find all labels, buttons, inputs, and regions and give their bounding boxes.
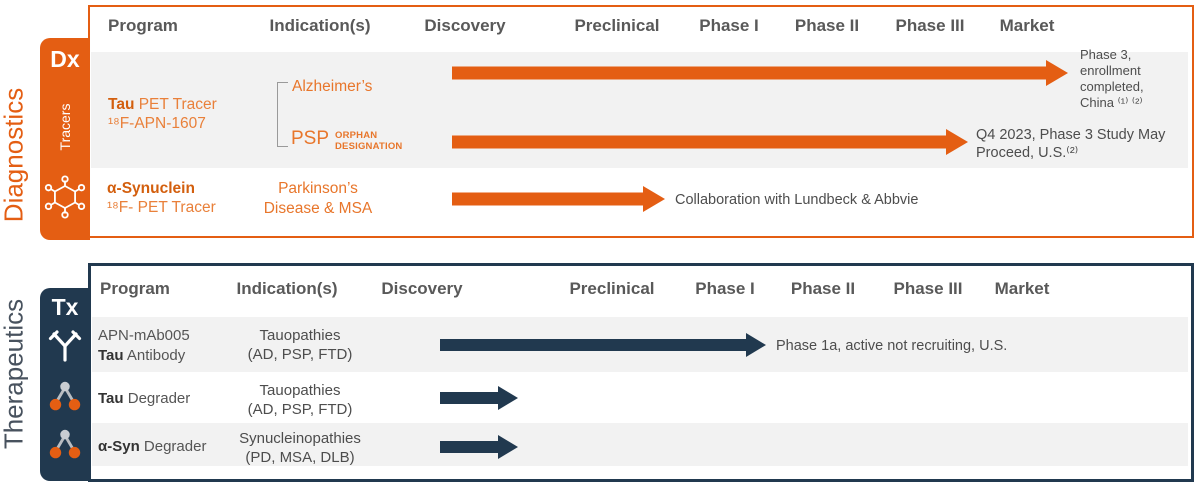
dx-column-header-phase1: Phase I xyxy=(699,16,759,35)
dx-tab-label: Dx xyxy=(50,46,80,72)
indication-line1: Synucleinopathies xyxy=(239,430,361,447)
tx-tab-label: Tx xyxy=(51,294,79,320)
arrow-head xyxy=(746,333,766,357)
dx-column-header-market: Market xyxy=(999,16,1055,35)
arrow-shaft xyxy=(452,135,948,149)
indication-line1: Tauopathies xyxy=(259,382,341,399)
program-asyn-tracer: α-Synuclein ¹⁸F- PET Tracer xyxy=(107,179,216,217)
program-tau-pet-tracer: Tau PET Tracer ¹⁸F-APN-1607 xyxy=(108,95,217,133)
arrow-shaft xyxy=(452,192,645,206)
asyn-progress-arrow xyxy=(452,186,665,212)
apn-mab005-status-note: Phase 1a, active not recruiting, U.S. xyxy=(776,338,1008,354)
tx-column-header-preclinical: Preclinical xyxy=(569,279,655,298)
arrow-head xyxy=(643,186,665,212)
dx-column-header-program: Program xyxy=(108,16,178,35)
program-tau-degrader: Tau Degrader xyxy=(98,390,190,407)
indication-line1: Parkinson’s xyxy=(278,180,358,197)
arrow-head xyxy=(498,435,518,459)
therapeutics-tab: Tx xyxy=(40,288,90,481)
program-bold: Tau xyxy=(98,390,124,407)
tx-column-header-market: Market xyxy=(994,279,1050,298)
program-line1: APN-mAb005 xyxy=(98,327,190,344)
diagnostics-panel xyxy=(88,5,1194,238)
asyn-collaboration-note: Collaboration with Lundbeck & Abbvie xyxy=(675,192,919,208)
dx-column-header-preclinical: Preclinical xyxy=(574,16,660,35)
indication-line2: (AD, PSP, FTD) xyxy=(247,346,353,363)
indication-tauopathies-1: Tauopathies (AD, PSP, FTD) xyxy=(248,326,353,364)
tau-degrader-progress-arrow xyxy=(440,386,518,410)
indication-synucleinopathies: Synucleinopathies (PD, MSA, DLB) xyxy=(239,429,361,467)
indication-psp: PSP xyxy=(291,128,330,149)
program-rest: Degrader xyxy=(139,438,207,455)
program-asyn-degrader: α-Syn Degrader xyxy=(98,438,206,455)
arrow-head xyxy=(498,386,518,410)
orphan-designation-badge: ORPHAN DESIGNATION xyxy=(335,130,403,152)
arrow-shaft xyxy=(452,66,1048,80)
tx-column-header-phase2: Phase II xyxy=(790,279,856,298)
indication-alzheimers: Alzheimer’s xyxy=(292,78,373,95)
arrow-shaft xyxy=(440,392,500,404)
indication-line2: (PD, MSA, DLB) xyxy=(245,449,355,466)
dx-tab-sublabel: Tracers xyxy=(57,103,73,151)
indication-line2: Disease & MSA xyxy=(263,199,373,217)
program-bold: Tau xyxy=(98,346,124,364)
program-rest: Antibody xyxy=(123,346,186,364)
program-name-rest: PET Tracer xyxy=(134,96,217,113)
tx-column-header-phase3: Phase III xyxy=(893,279,963,298)
antibody-icon xyxy=(48,330,82,362)
alzheimers-status-note: Phase 3, enrollment completed, China ⁽¹⁾… xyxy=(1080,47,1144,110)
asyn-degrader-progress-arrow xyxy=(440,435,518,459)
degrader-molecule-icon xyxy=(49,429,81,459)
tx-column-header-phase1: Phase I xyxy=(695,279,755,298)
alzheimers-progress-arrow xyxy=(452,60,1068,86)
dx-column-header-indications: Indication(s) xyxy=(269,16,371,35)
indication-bracket xyxy=(277,82,288,147)
indication-line2: (AD, PSP, FTD) xyxy=(247,401,353,418)
arrow-head xyxy=(1046,60,1068,86)
psp-status-note: Q4 2023, Phase 3 Study May Proceed, U.S.… xyxy=(976,127,1166,161)
diagnostics-tab: Dx Tracers xyxy=(40,38,90,240)
arrow-shaft xyxy=(440,339,748,351)
dx-column-header-discovery: Discovery xyxy=(424,16,506,35)
program-rest: Degrader xyxy=(123,390,191,407)
program-apn-mab005: APN-mAb005 Tau Antibody xyxy=(98,326,190,365)
diagnostics-side-label: Diagnostics xyxy=(0,87,29,223)
dx-column-header-phase2: Phase II xyxy=(794,16,860,35)
program-name-line2: ¹⁸F- PET Tracer xyxy=(107,199,216,216)
program-name-bold: Tau xyxy=(108,96,135,113)
dx-column-header-phase3: Phase III xyxy=(895,16,965,35)
indication-tauopathies-2: Tauopathies (AD, PSP, FTD) xyxy=(248,381,353,419)
indication-line1: Tauopathies xyxy=(259,327,341,344)
tx-column-header-discovery: Discovery xyxy=(381,279,463,298)
molecule-icon xyxy=(44,175,86,219)
arrow-head xyxy=(946,129,968,155)
program-name-bold: α-Synuclein xyxy=(107,180,195,197)
arrow-shaft xyxy=(440,441,500,453)
therapeutics-side-label: Therapeutics xyxy=(0,298,29,450)
tx-column-header-program: Program xyxy=(100,279,170,298)
tx-column-header-indications: Indication(s) xyxy=(236,279,338,298)
therapeutics-row3-band xyxy=(92,423,1188,466)
apn-mab005-progress-arrow xyxy=(440,333,766,357)
program-bold: α-Syn xyxy=(98,438,140,455)
indication-parkinsons: Parkinson’s Disease & MSA xyxy=(264,179,373,218)
program-compound-id: ¹⁸F-APN-1607 xyxy=(108,115,206,132)
degrader-molecule-icon xyxy=(49,381,81,411)
therapeutics-panel xyxy=(88,263,1194,482)
psp-progress-arrow xyxy=(452,129,968,155)
